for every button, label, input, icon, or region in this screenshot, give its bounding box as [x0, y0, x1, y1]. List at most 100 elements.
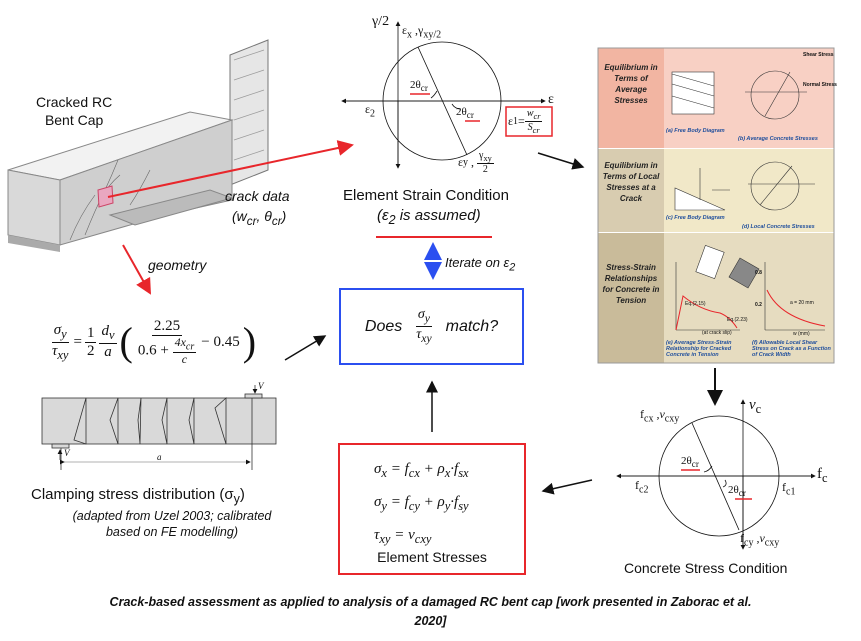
mcft-caption-b: (b) Average Concrete Stresses — [738, 136, 818, 142]
e1-den-sub: cr — [532, 126, 540, 136]
x-sub: cr — [185, 340, 195, 352]
stress-angle2: 2θcr — [728, 484, 746, 498]
t: ·f — [450, 494, 459, 510]
inner-den-a: 0.6 + — [137, 342, 173, 359]
e2-label: ε2 — [365, 102, 375, 119]
x-den: c — [181, 351, 188, 366]
minus-term: − 0.45 — [201, 333, 240, 350]
lhs-num: σ — [53, 321, 62, 338]
gamma-axis-label: γ/2 — [372, 14, 390, 29]
x-num: 4x — [174, 334, 186, 349]
fc-axis-label: fc — [817, 466, 828, 486]
stress-top-point: fcx ,vcxy — [640, 407, 679, 424]
sa2: 2θ — [456, 106, 467, 118]
annot-shear: Shear Stress — [803, 52, 834, 58]
iterate-text: Iterate on ε — [445, 255, 510, 270]
t: sx — [458, 466, 469, 480]
ratio-den-sub: xy — [421, 331, 432, 345]
dv-sub: v — [108, 328, 115, 343]
dv-den: a — [104, 344, 112, 361]
t: = f — [386, 461, 409, 477]
match-text: match? — [445, 317, 499, 335]
clamping-title-text: Clamping stress distribution (σ — [31, 486, 234, 503]
e1-sub: 1 — [513, 116, 519, 128]
t: y — [444, 499, 451, 513]
annot-normal: Normal Stress — [803, 82, 837, 88]
geometry-arrow — [122, 244, 151, 295]
beam-title: Cracked RC Bent Cap — [36, 93, 112, 129]
iterate-label: Iterate on ε2 — [445, 255, 515, 274]
param-w: (w — [232, 208, 247, 224]
lhs-den-sub: xy — [57, 347, 69, 362]
mcft-caption-a: (a) Free Body Diagram — [666, 128, 725, 134]
t: f — [740, 531, 744, 545]
e1-den: S — [527, 122, 533, 134]
t: τ — [374, 527, 380, 543]
annot-eq223: Eq.(2.23) — [727, 317, 748, 323]
eq-sigma-y: σy = fcy + ρy·fsy — [374, 488, 469, 521]
param-close: ) — [281, 208, 287, 224]
inner-num: 2.25 — [151, 318, 183, 336]
bp: ε — [458, 155, 464, 170]
strain-angle1: 2θcr — [410, 79, 428, 93]
mcft-caption-e: (e) Average Stress-Strain Relationship f… — [666, 340, 732, 358]
t: ·f — [450, 461, 459, 477]
annot-w: w (mm) — [793, 331, 810, 337]
t: xy — [379, 532, 391, 546]
sc-rest: is assumed) — [395, 207, 481, 224]
crack-data-arrow — [107, 140, 354, 198]
strain-caption-title: Element Strain Condition — [343, 187, 509, 204]
geometry-label: geometry — [148, 257, 207, 273]
annot-tick-0-2: 0.2 — [755, 302, 762, 308]
stress-angle1: 2θcr — [681, 455, 699, 469]
t: x — [444, 466, 451, 480]
mcft-panel — [597, 47, 835, 364]
element-stresses-title: Element Stresses — [377, 549, 487, 565]
t: cy — [744, 537, 754, 549]
stress-bottom-point: fcy ,vcxy — [740, 531, 779, 548]
t: + ρ — [419, 461, 445, 477]
caption-line2: 2020] — [414, 614, 447, 628]
e2-sub: 2 — [370, 108, 376, 120]
bp-den: 2 — [482, 164, 488, 176]
beam-elevation-drawing — [41, 385, 277, 470]
load-bottom-label: V — [64, 448, 70, 458]
mcft-row1-label: Equilibrium in Terms of Average Stresses — [604, 63, 658, 105]
t: 2θ — [681, 455, 692, 467]
stress-to-element-arrow — [541, 479, 593, 495]
e2: ε — [365, 102, 371, 116]
t: c — [755, 402, 762, 416]
t: cx — [408, 466, 420, 480]
t: cxy — [664, 413, 680, 425]
mcft-caption-c: (c) Free Body Diagram — [666, 215, 725, 221]
bp-b: , — [468, 155, 478, 170]
ratio-num-sub: y — [424, 312, 430, 326]
t: y — [381, 499, 387, 513]
stress-mohr-circle — [616, 399, 816, 550]
crack-data-label: crack data — [225, 188, 290, 204]
t: sy — [458, 499, 469, 513]
t: f — [817, 466, 822, 482]
fc2-label: fc2 — [635, 478, 648, 495]
strain-top-point: εx ,γxy/2 — [402, 23, 441, 40]
annot-tick-0-8: 0.8 — [755, 270, 762, 276]
t: cx — [644, 413, 654, 425]
e1-num: w — [526, 108, 534, 119]
lhs-den: τ — [52, 342, 58, 359]
e1: ε — [508, 114, 514, 129]
mcft-caption-d: (d) Local Concrete Stresses — [742, 224, 815, 230]
cracked-beam-drawing — [7, 39, 269, 252]
eq-tau-xy: τxy = vcxy — [374, 521, 469, 554]
t: cr — [691, 459, 699, 470]
ratio-den: τ — [416, 327, 422, 342]
t: + ρ — [419, 494, 445, 510]
paren-open: ( — [119, 319, 133, 365]
e1-highlight-box — [505, 106, 553, 137]
